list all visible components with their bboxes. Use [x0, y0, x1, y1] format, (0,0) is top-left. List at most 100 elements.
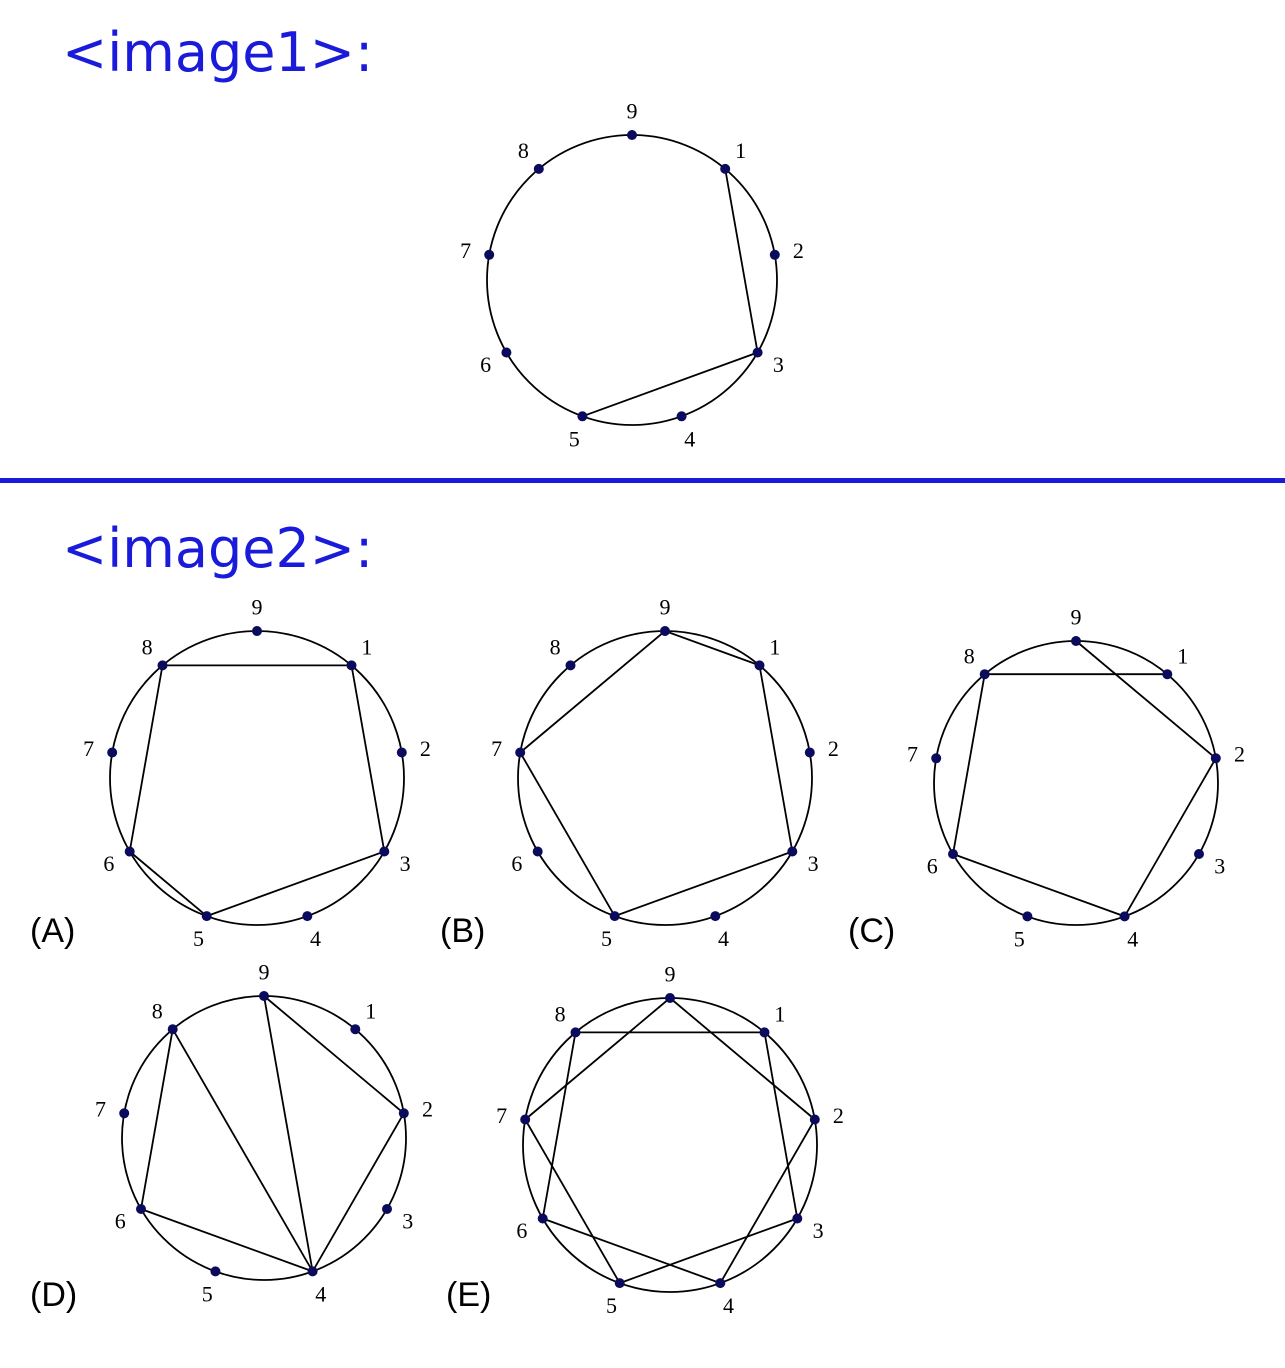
point-9 — [627, 130, 637, 140]
point-label-2: 2 — [833, 1103, 844, 1128]
point-label-6: 6 — [927, 854, 938, 879]
point-2 — [769, 249, 780, 260]
point-label-8: 8 — [152, 998, 163, 1023]
chord-2-4 — [311, 1112, 405, 1272]
point-7 — [107, 747, 118, 758]
point-4 — [676, 411, 687, 422]
point-7 — [119, 1108, 130, 1119]
point-label-8: 8 — [964, 643, 975, 668]
point-label-9: 9 — [665, 962, 676, 987]
point-label-9: 9 — [1071, 605, 1082, 630]
point-label-3: 3 — [402, 1209, 413, 1234]
point-1 — [720, 163, 731, 174]
point-label-2: 2 — [1234, 742, 1245, 767]
point-7 — [520, 1114, 531, 1125]
point-1 — [1162, 669, 1173, 680]
point-label-2: 2 — [422, 1097, 433, 1122]
point-label-4: 4 — [718, 926, 729, 951]
point-label-6: 6 — [103, 851, 114, 876]
point-8 — [167, 1024, 178, 1035]
chord-5-6 — [129, 850, 208, 917]
point-label-5: 5 — [569, 426, 580, 451]
point-2 — [1210, 753, 1221, 764]
chord-2-4 — [719, 1119, 816, 1284]
point-9 — [252, 626, 262, 636]
chord-9-4 — [263, 995, 314, 1272]
circle-outline — [121, 995, 407, 1281]
point-7 — [931, 753, 942, 764]
point-5 — [201, 911, 212, 922]
point-label-1: 1 — [361, 635, 372, 660]
point-4 — [1119, 911, 1130, 922]
point-5 — [577, 411, 588, 422]
point-2 — [398, 1108, 409, 1119]
option-label-a: (A) — [30, 912, 76, 950]
chord-3-5 — [582, 351, 758, 418]
point-label-1: 1 — [769, 635, 780, 660]
point-3 — [382, 1204, 392, 1214]
point-label-8: 8 — [550, 635, 561, 660]
option-label-d: (D) — [30, 1276, 78, 1314]
point-label-8: 8 — [555, 1002, 566, 1027]
chord-9-2 — [1075, 640, 1217, 759]
point-label-2: 2 — [420, 736, 431, 761]
point-label-7: 7 — [907, 742, 918, 767]
point-label-3: 3 — [813, 1218, 824, 1243]
image2-heading: <image2>: — [62, 517, 374, 580]
chord-1-3 — [724, 168, 759, 353]
point-1 — [350, 1024, 361, 1035]
point-4 — [302, 911, 313, 922]
option-label-e: (E) — [446, 1276, 492, 1314]
point-label-9: 9 — [259, 960, 270, 985]
point-8 — [533, 163, 544, 174]
point-label-7: 7 — [460, 238, 471, 263]
point-label-4: 4 — [315, 1282, 326, 1307]
point-6 — [948, 849, 958, 859]
point-5 — [614, 1278, 625, 1289]
point-label-9: 9 — [660, 595, 671, 620]
option-label-c: (C) — [848, 912, 896, 950]
point-label-1: 1 — [735, 138, 746, 163]
point-label-3: 3 — [808, 851, 819, 876]
point-label-7: 7 — [95, 1097, 106, 1122]
chord-4-6 — [952, 853, 1125, 918]
point-label-5: 5 — [193, 926, 204, 951]
point-8 — [979, 669, 990, 680]
chord-7-9 — [524, 997, 671, 1121]
point-label-9: 9 — [252, 595, 263, 620]
chord-4-6 — [542, 1217, 721, 1284]
point-1 — [759, 1027, 770, 1038]
chord-6-8 — [541, 1032, 577, 1219]
point-3 — [1194, 849, 1204, 859]
point-3 — [792, 1213, 803, 1224]
point-6 — [532, 846, 543, 857]
point-9 — [665, 993, 675, 1003]
point-4 — [307, 1266, 318, 1277]
chord-1-3 — [350, 665, 386, 852]
point-3 — [379, 846, 390, 857]
point-label-3: 3 — [400, 851, 411, 876]
point-6 — [501, 347, 512, 358]
chord-8-4 — [171, 1028, 314, 1272]
section-divider — [0, 478, 1285, 483]
point-label-8: 8 — [142, 635, 153, 660]
point-label-4: 4 — [684, 426, 695, 451]
chord-9-2 — [263, 995, 405, 1114]
point-9 — [259, 991, 269, 1001]
point-5 — [609, 911, 620, 922]
point-8 — [565, 660, 576, 671]
point-label-3: 3 — [1214, 854, 1225, 879]
point-7 — [484, 249, 495, 260]
image1-heading: <image1>: — [62, 21, 374, 84]
point-8 — [157, 660, 168, 671]
point-label-6: 6 — [511, 851, 522, 876]
point-2 — [396, 747, 407, 758]
chord-6-8 — [140, 1029, 174, 1210]
chord-4-6 — [140, 1208, 313, 1273]
circle-outline — [486, 134, 778, 426]
